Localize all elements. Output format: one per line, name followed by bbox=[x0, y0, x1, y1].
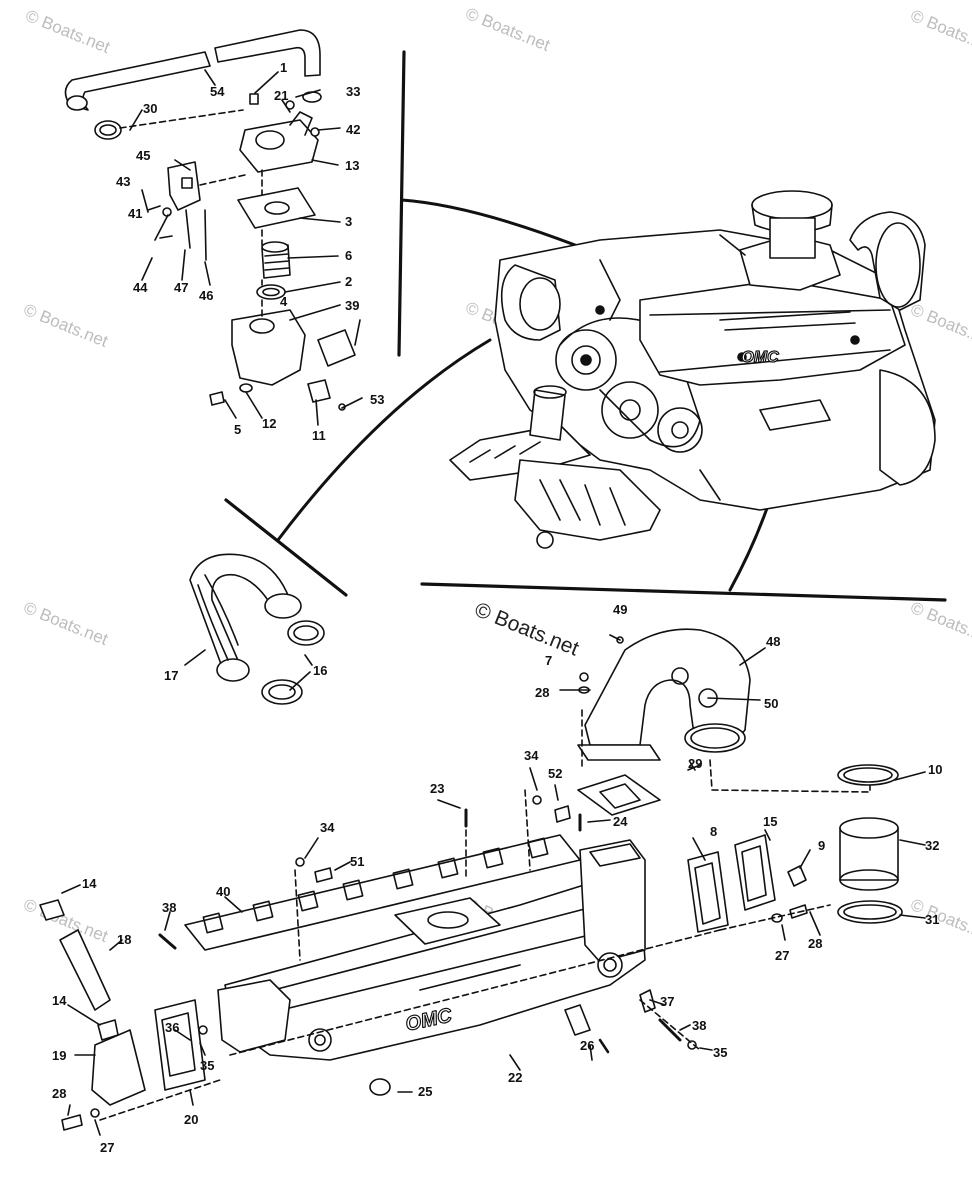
callout-41: 41 bbox=[128, 206, 142, 221]
callout-1: 1 bbox=[280, 60, 287, 75]
callout-47: 47 bbox=[174, 280, 188, 295]
callout-51: 51 bbox=[350, 854, 364, 869]
callout-52: 52 bbox=[548, 766, 562, 781]
callout-7: 7 bbox=[545, 653, 552, 668]
callout-13: 13 bbox=[345, 158, 359, 173]
callout-35a: 35 bbox=[200, 1058, 214, 1073]
callout-28a: 28 bbox=[535, 685, 549, 700]
thermostat-housing-group bbox=[64, 29, 363, 426]
callout-29: 29 bbox=[688, 756, 702, 771]
callout-26: 26 bbox=[580, 1038, 594, 1053]
clamp-16a bbox=[287, 620, 325, 646]
callout-18: 18 bbox=[117, 932, 131, 947]
callout-38a: 38 bbox=[162, 900, 176, 915]
callout-46: 46 bbox=[199, 288, 213, 303]
callout-12: 12 bbox=[262, 416, 276, 431]
callout-35b: 35 bbox=[713, 1045, 727, 1060]
callout-27a: 27 bbox=[775, 948, 789, 963]
callout-45: 45 bbox=[136, 148, 150, 163]
bracket-45 bbox=[167, 161, 201, 211]
callout-49: 49 bbox=[613, 602, 627, 617]
callout-40: 40 bbox=[216, 884, 230, 899]
callout-4: 4 bbox=[280, 294, 288, 309]
section-dividers bbox=[224, 50, 947, 602]
callout-28b: 28 bbox=[808, 936, 822, 951]
clamp-16b bbox=[261, 679, 303, 705]
callout-28c: 28 bbox=[52, 1086, 66, 1101]
callout-19: 19 bbox=[52, 1048, 66, 1063]
callout-54: 54 bbox=[210, 84, 225, 99]
callout-10: 10 bbox=[928, 762, 942, 777]
exhaust-hose-group bbox=[184, 553, 325, 705]
callout-34a: 34 bbox=[320, 820, 335, 835]
callout-labels: 1 2 3 4 5 6 7 8 9 10 11 12 13 14 14 15 1… bbox=[52, 60, 942, 1155]
callout-6: 6 bbox=[345, 248, 352, 263]
exhaust-manifold-group: OMC bbox=[39, 761, 926, 1136]
callout-14b: 14 bbox=[52, 993, 67, 1008]
callout-38b: 38 bbox=[692, 1018, 706, 1033]
callout-27b: 27 bbox=[100, 1140, 114, 1155]
callout-42: 42 bbox=[346, 122, 360, 137]
engine-assembly: OMC bbox=[449, 190, 936, 549]
callout-17: 17 bbox=[164, 668, 178, 683]
callout-8: 8 bbox=[710, 824, 717, 839]
callout-33: 33 bbox=[346, 84, 360, 99]
callout-32: 32 bbox=[925, 838, 939, 853]
gasket-8 bbox=[687, 851, 729, 933]
callout-44: 44 bbox=[133, 280, 148, 295]
callout-48: 48 bbox=[766, 634, 780, 649]
callout-31: 31 bbox=[925, 912, 939, 927]
plug-25 bbox=[369, 1078, 391, 1096]
gasket-39 bbox=[317, 329, 356, 367]
hose-clamp-30 bbox=[94, 120, 122, 140]
callout-21: 21 bbox=[274, 88, 288, 103]
callout-2: 2 bbox=[345, 274, 352, 289]
callout-11: 11 bbox=[312, 428, 326, 443]
callout-23: 23 bbox=[430, 781, 444, 796]
callout-25: 25 bbox=[418, 1084, 432, 1099]
cover-19 bbox=[91, 1029, 146, 1106]
callout-34b: 34 bbox=[524, 748, 539, 763]
gasket-3 bbox=[237, 187, 316, 229]
gasket-29 bbox=[577, 774, 661, 816]
callout-20: 20 bbox=[184, 1112, 198, 1127]
callout-3: 3 bbox=[345, 214, 352, 229]
callout-37: 37 bbox=[660, 994, 674, 1009]
callout-39: 39 bbox=[345, 298, 359, 313]
callout-50: 50 bbox=[764, 696, 778, 711]
plate-20 bbox=[154, 999, 206, 1091]
callout-22: 22 bbox=[508, 1070, 522, 1085]
callout-14a: 14 bbox=[82, 876, 97, 891]
engine-brand-label: OMC bbox=[741, 349, 779, 366]
callout-9: 9 bbox=[818, 838, 825, 853]
callout-53: 53 bbox=[370, 392, 384, 407]
callout-30: 30 bbox=[143, 101, 157, 116]
callout-24: 24 bbox=[613, 814, 628, 829]
thermostat-base-4 bbox=[231, 309, 306, 386]
callout-16: 16 bbox=[313, 663, 327, 678]
hose-18 bbox=[59, 929, 111, 1011]
callout-15: 15 bbox=[763, 814, 777, 829]
callout-43: 43 bbox=[116, 174, 130, 189]
callout-5: 5 bbox=[234, 422, 241, 437]
callout-36: 36 bbox=[165, 1020, 179, 1035]
exhaust-elbow-group bbox=[559, 628, 871, 816]
